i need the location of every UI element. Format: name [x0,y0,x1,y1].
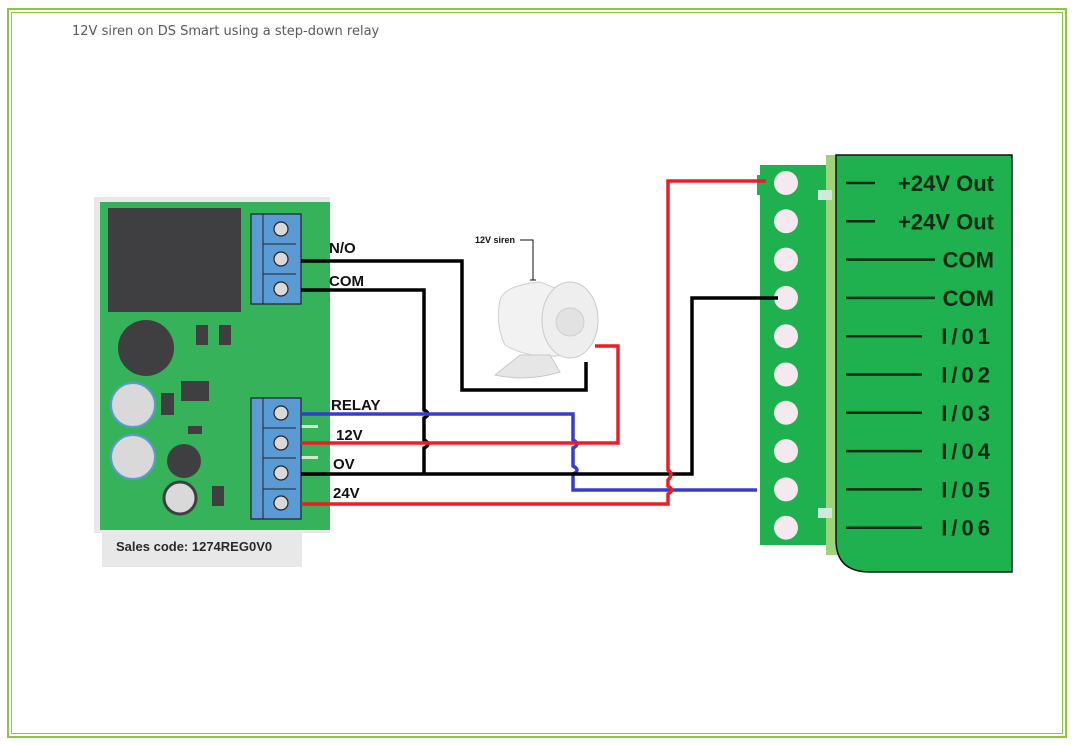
terminal-label-12v: 12V [336,427,363,444]
ds-terminal-label: I/04 [941,439,994,464]
ds-terminal-label: I/05 [941,477,994,502]
ds-terminal-screw [774,477,798,502]
ds-terminal-screw [774,285,798,310]
ds-terminal-screw [774,171,798,195]
wire-24v-to-24vout [301,179,766,506]
outer-frame [7,8,1067,738]
ds-terminal-label: +24V Out [898,209,995,234]
ds-terminal-screw [774,247,798,272]
relay-module: Sales code: 1274REG0V0 [94,197,330,567]
ds-terminal-screw [774,515,798,540]
relay-chip [108,208,241,312]
terminal-label-relay: RELAY [331,397,380,414]
wire-relay-to-io5 [301,412,757,492]
ds-terminal-label: COM [943,248,994,273]
siren: 12V siren [475,235,599,379]
inner-frame [11,12,1063,734]
ds-terminal-screw [774,209,798,234]
capacitor-dark [118,320,174,376]
ds-terminal-label: COM [943,286,994,311]
ds-terminal-label: I/02 [941,363,994,388]
capacitor-light-2 [110,434,156,480]
ds-terminal-label: +24V Out [898,171,995,196]
wires [301,179,778,506]
capacitor-light-1 [110,382,156,428]
wire-no-to-siren [301,259,588,392]
ds-terminal-label: I/06 [941,516,994,541]
diagram-title: 12V siren on DS Smart using a step-down … [72,24,380,39]
terminal-label-24v: 24V [333,485,360,502]
wire-com-to-0v [301,288,430,474]
ds-terminal-screw [774,362,798,387]
terminal-label-com: COM [329,273,364,290]
siren-label-pointer [520,239,534,280]
ds-terminal-screw [774,324,798,349]
ds-terminal-screw [774,439,798,464]
wire-12v-to-siren [301,344,620,445]
sales-code-plate [102,533,302,567]
ds-terminal-screw [774,400,798,425]
ds-terminal-label: I/03 [941,401,994,426]
terminal-label-0v: OV [333,456,355,473]
terminal-label-no: N/O [329,240,356,257]
sales-code-label: Sales code: 1274REG0V0 [116,539,272,554]
ds-terminal-label: I/01 [941,324,994,349]
wire-0v-to-com [301,296,778,476]
siren-label: 12V siren [475,235,515,245]
